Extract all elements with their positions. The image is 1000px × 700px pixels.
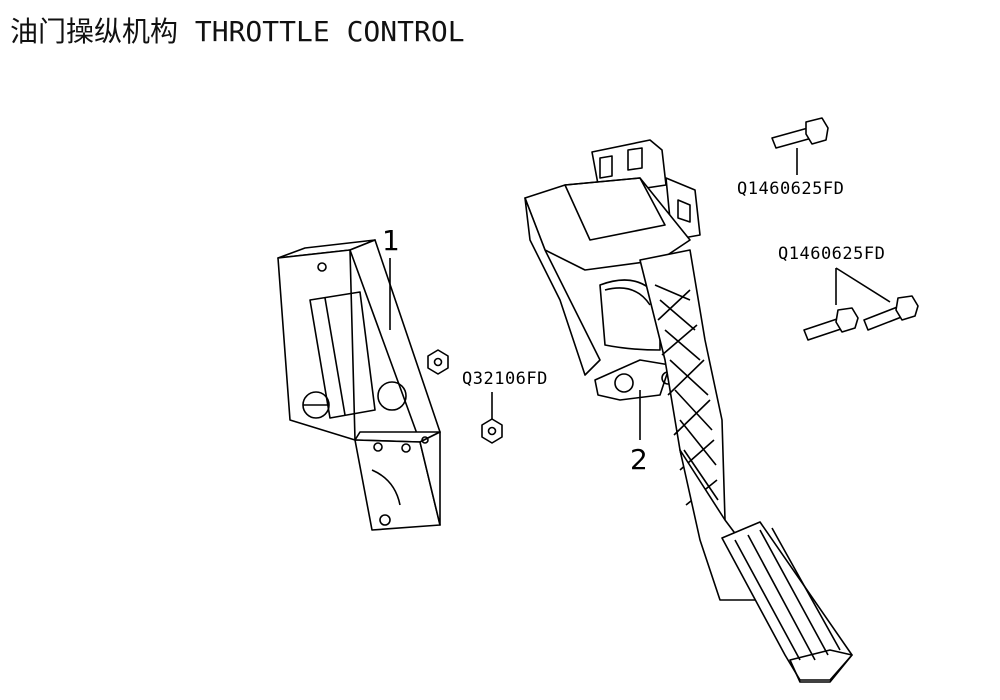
mounting-bracket bbox=[277, 239, 441, 531]
nut-q32106fd bbox=[481, 392, 503, 444]
callout-number-1: 1 bbox=[382, 224, 400, 257]
part-label-nut: Q32106FD bbox=[462, 369, 548, 389]
bolt-right-a bbox=[803, 307, 859, 341]
callout-number-2: 2 bbox=[630, 443, 648, 476]
bolt-top bbox=[771, 117, 829, 175]
accelerator-pedal bbox=[524, 139, 853, 683]
bolt-right-b bbox=[863, 295, 919, 331]
leader-bolts-b bbox=[835, 267, 891, 303]
part-label-bolt-top: Q1460625FD bbox=[737, 179, 845, 199]
nut-upper bbox=[427, 349, 449, 375]
page-title: 油门操纵机构 THROTTLE CONTROL bbox=[10, 15, 465, 48]
part-label-bolt-right: Q1460625FD bbox=[778, 244, 886, 264]
